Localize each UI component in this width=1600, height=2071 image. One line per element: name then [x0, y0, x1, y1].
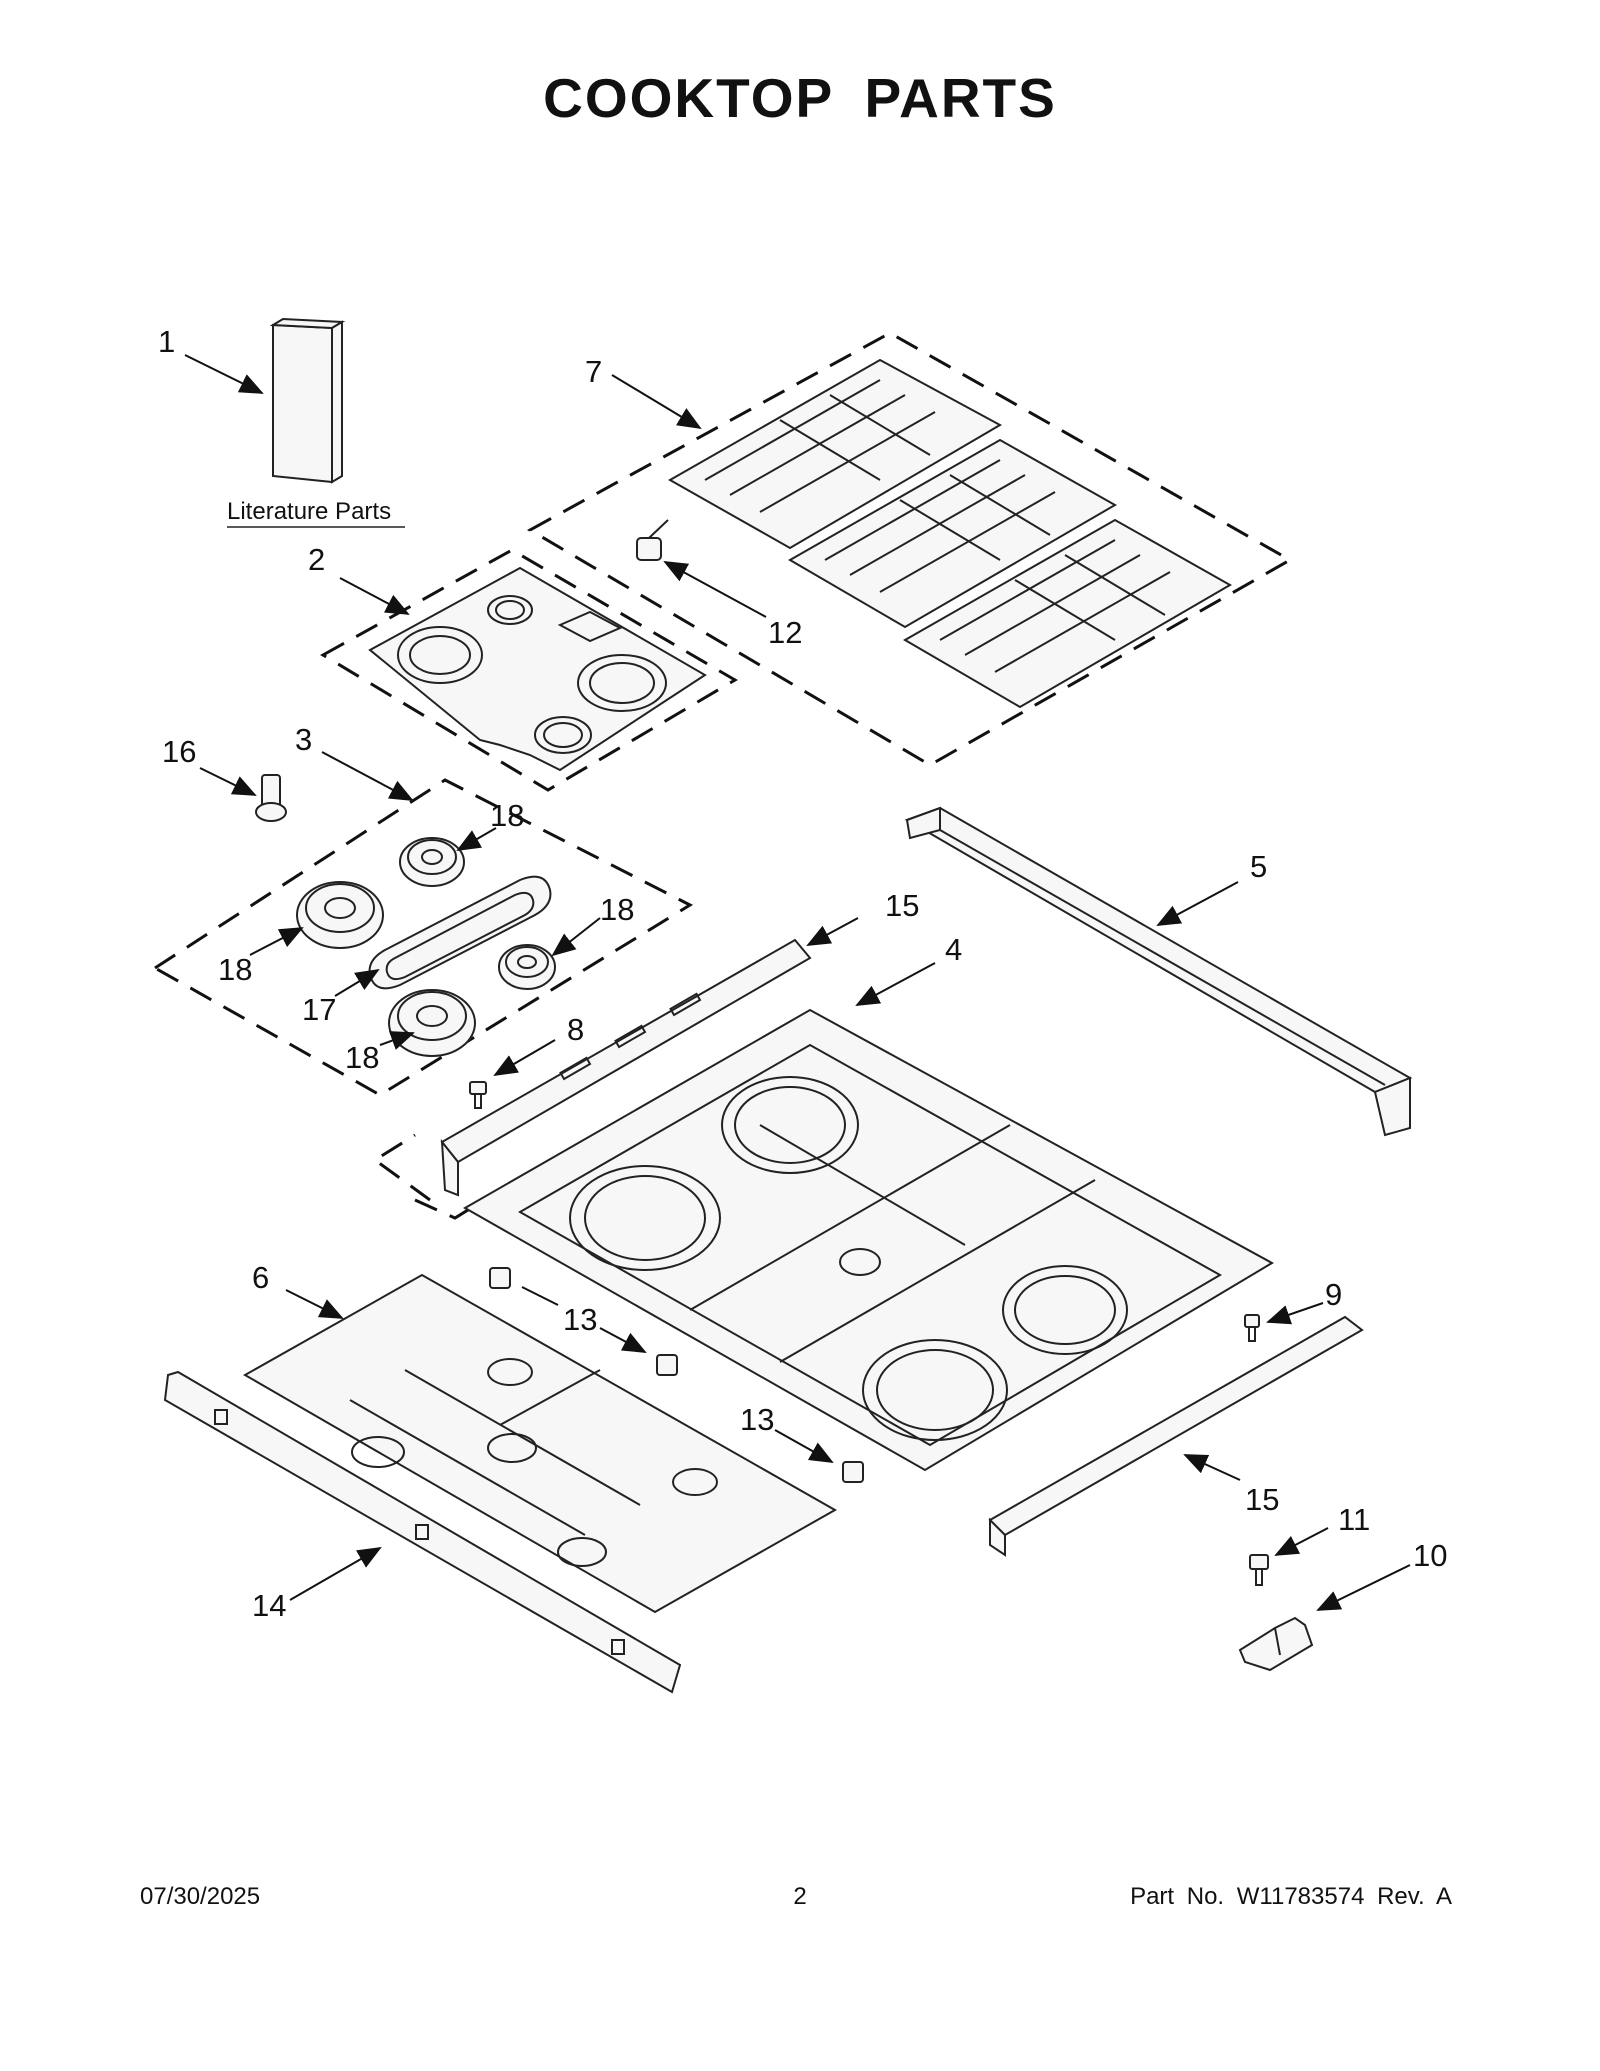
burner-grates	[636, 358, 1233, 709]
literature-parts-label: Literature Parts	[227, 498, 391, 525]
grate-bumper	[636, 519, 669, 561]
leader-13a-right	[599, 1327, 647, 1353]
burner-well-center	[839, 1248, 881, 1276]
leader-18a	[456, 827, 497, 852]
burner-well-front-left	[569, 1165, 721, 1271]
leader-4	[855, 962, 936, 1006]
leader-13b	[774, 1429, 834, 1463]
callout-14: 14	[252, 1588, 286, 1623]
callout-7: 7	[585, 354, 602, 389]
burner-base-tray	[242, 1273, 838, 1614]
leader-18c	[551, 917, 601, 957]
leader-10	[1316, 1564, 1411, 1611]
mounting-bracket	[1238, 1616, 1314, 1672]
callout-18d: 18	[345, 1040, 379, 1075]
screw-11	[1249, 1554, 1269, 1586]
cooktop-group-outline	[320, 548, 738, 792]
callout-8: 8	[567, 1012, 584, 1047]
callout-18c: 18	[600, 892, 634, 927]
footer-page-number: 2	[793, 1883, 807, 1910]
burner-well-rear-left	[721, 1076, 859, 1174]
leader-7	[611, 374, 702, 430]
screw-9	[1244, 1314, 1260, 1342]
callout-10: 10	[1413, 1538, 1447, 1573]
clip-13b	[656, 1354, 678, 1376]
front-trim-lower	[988, 1315, 1364, 1557]
leader-18b	[249, 927, 304, 956]
callout-11: 11	[1338, 1502, 1370, 1537]
burner-large-bottom	[388, 989, 476, 1057]
burner-small-top	[399, 837, 465, 887]
burners	[296, 837, 556, 1057]
clip-13a	[489, 1267, 511, 1289]
leader-3	[321, 751, 414, 801]
burner-knob	[255, 774, 287, 822]
burner-box	[462, 1008, 1275, 1472]
callout-13b: 13	[740, 1402, 774, 1437]
screw-8	[469, 1081, 487, 1109]
leader-12	[663, 561, 767, 618]
callout-5: 5	[1250, 849, 1267, 884]
callout-15a: 15	[885, 888, 919, 923]
callout-6: 6	[252, 1260, 269, 1295]
callout-4: 4	[945, 932, 962, 967]
leader-11	[1274, 1527, 1329, 1556]
callout-18b: 18	[218, 952, 252, 987]
leader-17	[334, 968, 380, 997]
front-rail	[163, 1370, 682, 1694]
callout-12: 12	[768, 615, 802, 650]
oval-burner	[368, 875, 552, 990]
rear-trim	[904, 806, 1413, 1137]
footer-part-number: Part No. W11783574 Rev. A	[1130, 1883, 1452, 1910]
grates-group-outline	[526, 331, 1294, 767]
grate-right	[902, 518, 1233, 709]
callout-18a: 18	[490, 798, 524, 833]
leader-9	[1266, 1302, 1324, 1325]
leader-1	[184, 354, 264, 394]
callout-1: 1	[158, 324, 175, 359]
callout-13a: 13	[563, 1302, 597, 1337]
burner-well-rear-right	[1002, 1265, 1128, 1355]
literature-parts	[269, 317, 346, 484]
footer-date: 07/30/2025	[140, 1883, 261, 1910]
leader-15b	[1183, 1454, 1241, 1481]
burner-group-outline	[152, 778, 694, 1097]
clip-13c	[842, 1461, 864, 1483]
front-trim-upper	[440, 938, 812, 1197]
callout-2: 2	[308, 542, 325, 577]
trim-group-outline	[372, 1133, 431, 1202]
callout-17: 17	[302, 992, 336, 1027]
callout-15b: 15	[1245, 1482, 1279, 1517]
leader-5	[1156, 881, 1239, 926]
page-title: COOKTOP PARTS	[543, 67, 1057, 129]
callout-3: 3	[295, 722, 312, 757]
burner-large-left	[296, 881, 384, 949]
leader-13a-left	[521, 1286, 559, 1306]
leader-8	[493, 1039, 556, 1077]
leader-14	[289, 1546, 382, 1601]
cooktop-surface	[368, 566, 707, 772]
grate-center	[787, 438, 1118, 629]
leader-16	[199, 767, 257, 796]
callout-9: 9	[1325, 1277, 1342, 1312]
burner-well-front-right	[862, 1339, 1008, 1441]
callout-16: 16	[162, 734, 196, 769]
grate-left	[667, 358, 1003, 550]
burner-medium-right	[498, 944, 556, 990]
leader-6	[285, 1289, 344, 1319]
leader-15a	[806, 917, 859, 946]
leader-18d	[379, 1031, 415, 1050]
leader-2	[339, 577, 410, 615]
